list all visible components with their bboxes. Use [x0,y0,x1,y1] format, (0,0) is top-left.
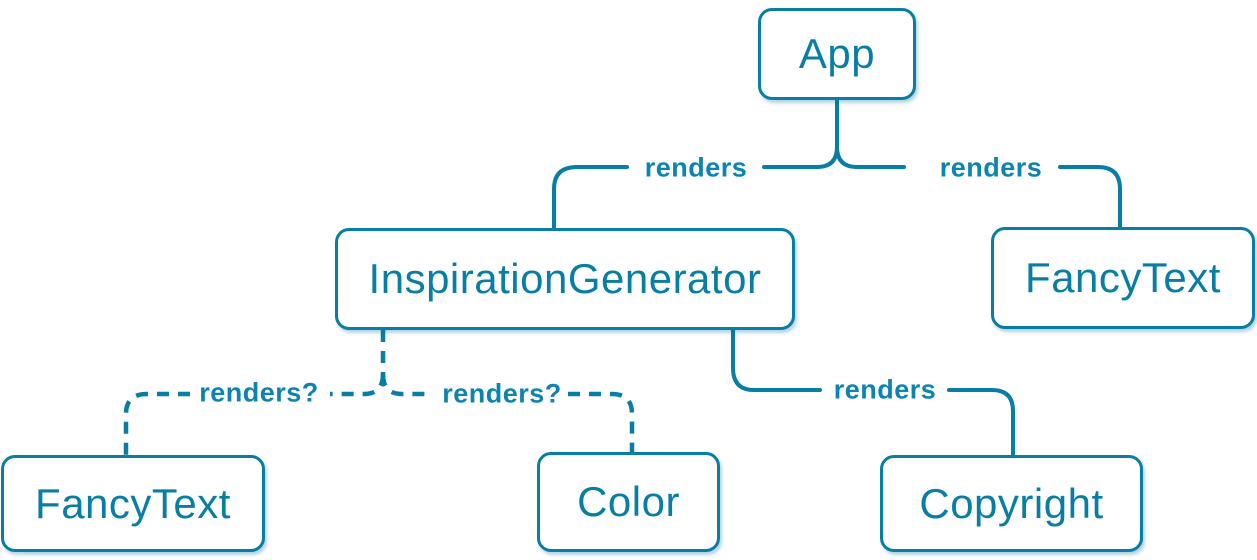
edge-app-fancytext-line-a [835,145,906,169]
node-fancytext-top-right: FancyText [991,227,1255,329]
edge-app-inspirationgenerator-line-a [762,98,839,169]
edge-label-inspirationgenerator-color: renders? [442,378,562,409]
edge-app-inspirationgenerator-line-b [552,165,629,230]
node-copyright: Copyright [880,455,1143,552]
edge-inspirationgenerator-fancytext-line-a [330,373,386,397]
edge-inspirationgenerator-fancytext-line-b [123,391,190,455]
node-app: App [758,8,916,100]
edge-label-inspirationgenerator-fancytext: renders? [199,377,319,408]
edge-inspirationgenerator-color-line-a [380,373,433,397]
edge-label-app-fancytext: renders [939,152,1043,183]
edge-label-app-inspirationgenerator: renders [644,152,748,183]
edge-inspirationgenerator-copyright-line-a [731,328,822,392]
node-fancytext-bottom-left: FancyText [1,455,265,552]
node-inspiration-generator: InspirationGenerator [335,228,795,330]
edge-inspirationgenerator-color-line-b [568,391,635,452]
edge-inspirationgenerator-copyright-line-b [947,388,1015,457]
edge-app-fancytext-line-b [1058,165,1122,230]
edge-label-inspirationgenerator-copyright: renders [833,374,937,405]
node-color: Color [537,452,720,552]
